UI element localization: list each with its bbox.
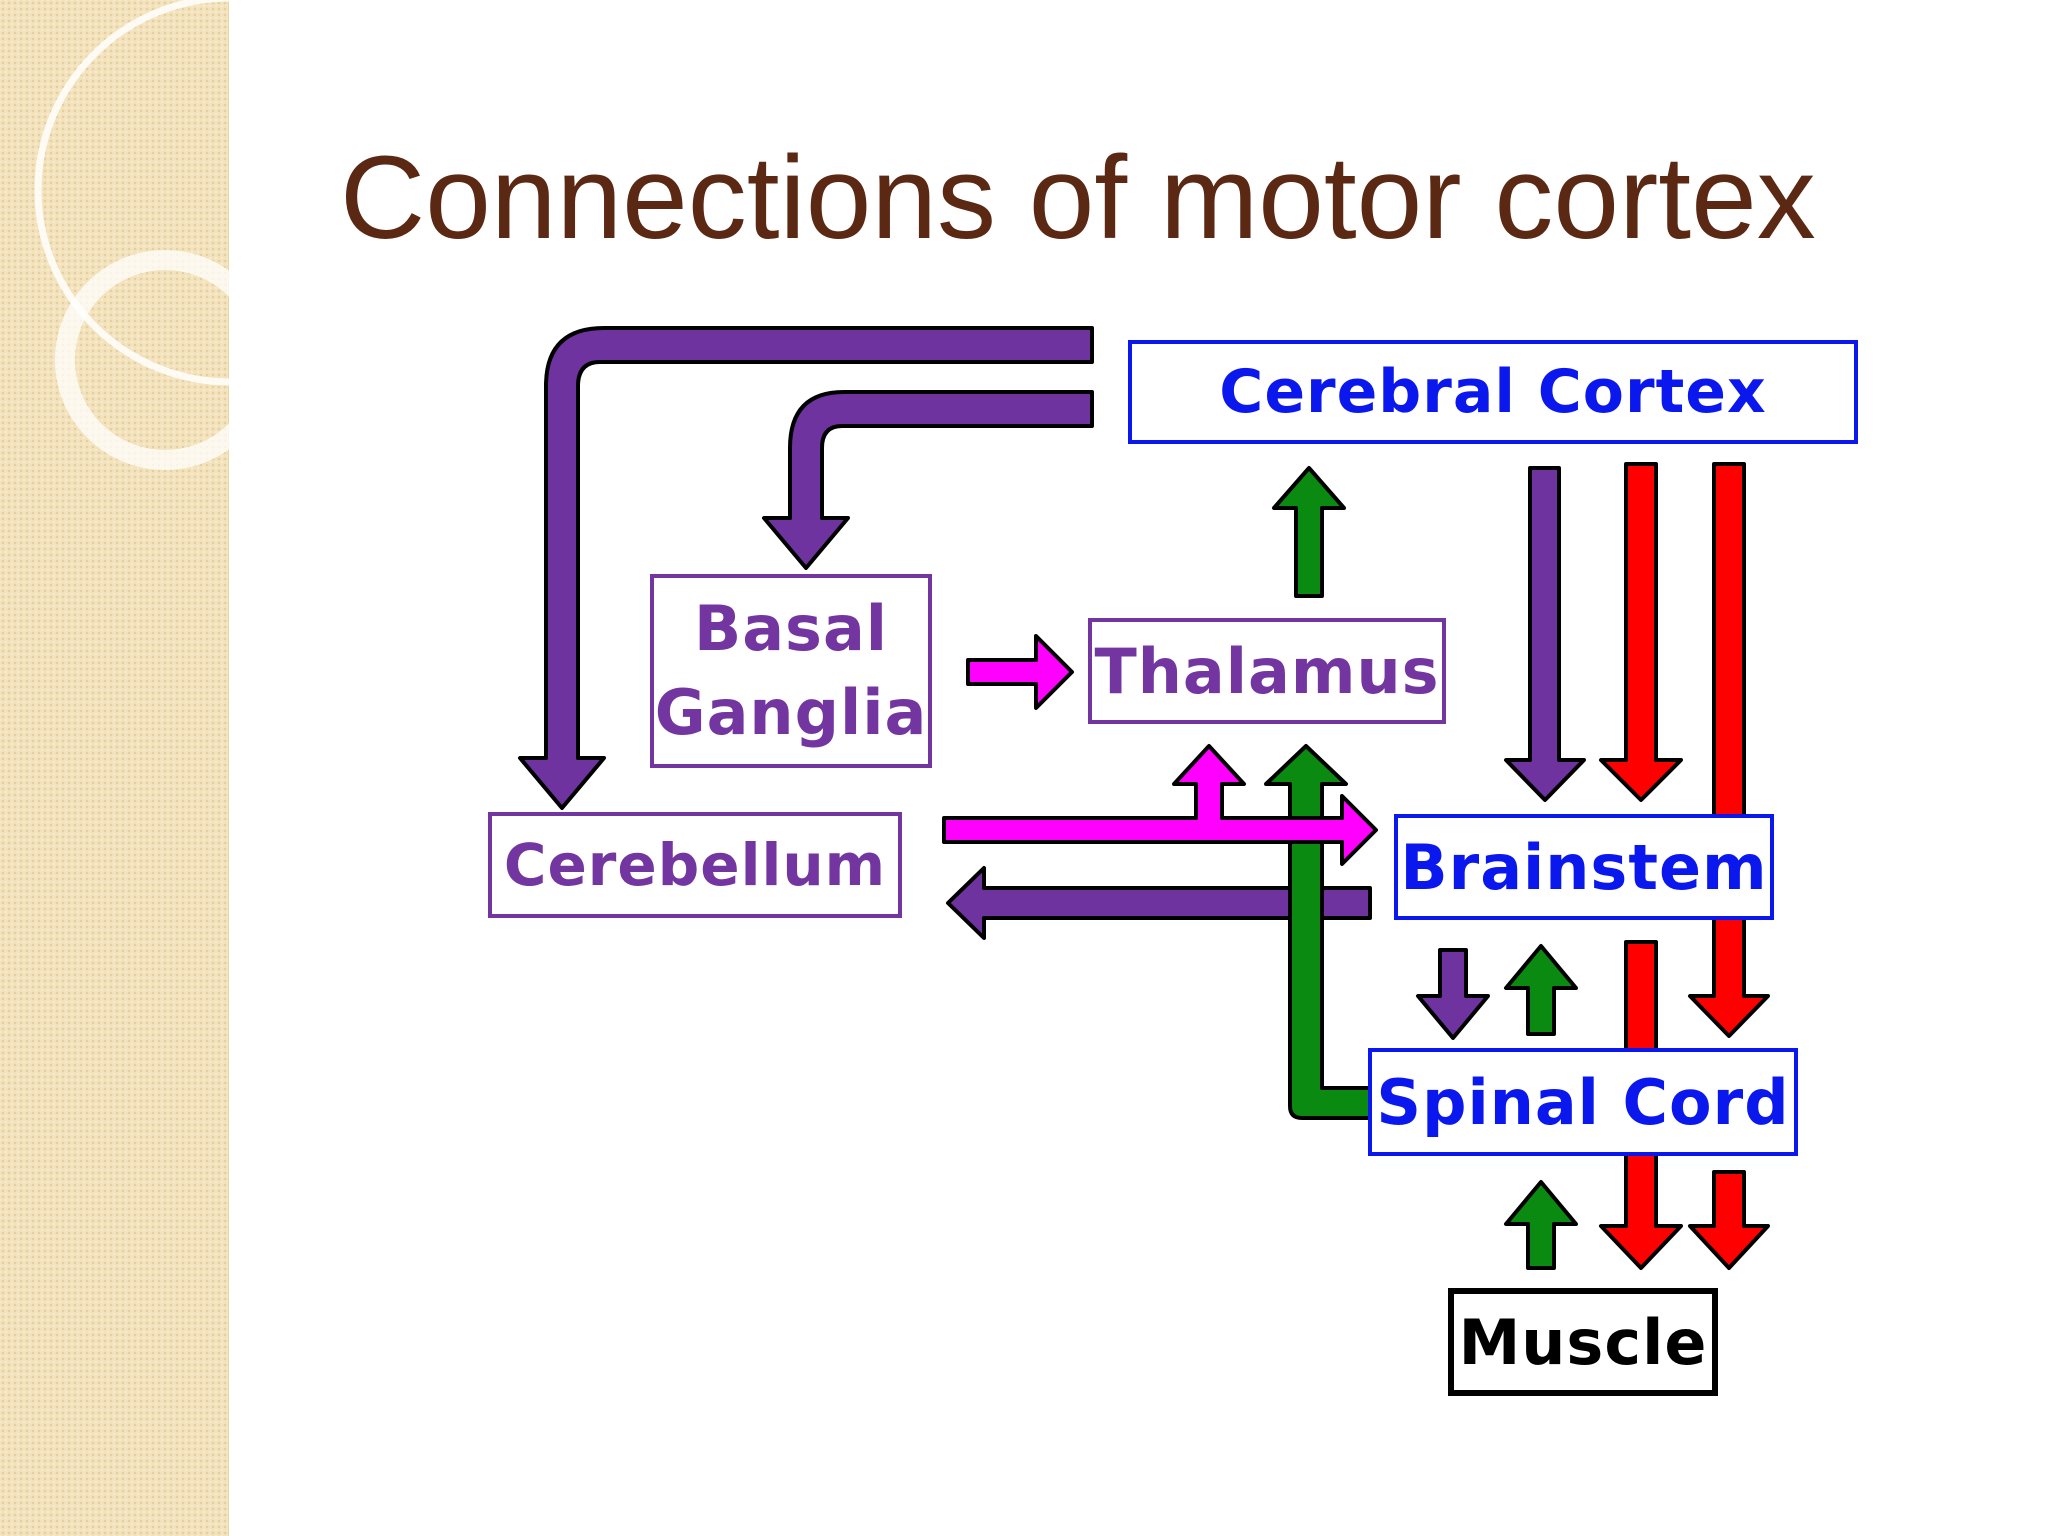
arrow-spinal-cord-to-thalamus [1264,744,1374,1120]
node-cerebral-cortex: Cerebral Cortex [1128,340,1858,444]
arrow-brainstem-to-spinal-cord [1416,948,1490,1040]
node-label-line2: Ganglia [654,676,928,749]
node-label: Brainstem [1400,830,1768,904]
arrow-spinal-cord-to-muscle-red [1688,1170,1770,1270]
node-label-line1: Basal [693,592,889,665]
arrow-cerebellum-to-thalamus-and-brainstem [942,744,1378,866]
arrow-cortex-to-brainstem-red [1599,462,1683,802]
node-muscle: Muscle [1448,1288,1718,1396]
node-brainstem: Brainstem [1394,814,1774,920]
node-thalamus: Thalamus [1088,618,1446,724]
arrow-muscle-to-spinal-cord [1504,1180,1578,1270]
node-cerebellum: Cerebellum [488,812,902,918]
arrow-basal-ganglia-to-thalamus [966,634,1074,710]
slide-title: Connections of motor cortex [340,132,1816,264]
arrow-spinal-cord-to-brainstem [1504,944,1578,1036]
arrow-thalamus-to-cortex [1272,466,1346,598]
node-label: Thalamus [1094,634,1440,708]
node-spinal-cord: Spinal Cord [1368,1048,1798,1156]
arrow-cortex-to-cerebellum [518,326,1094,810]
decorative-rings [34,0,320,470]
node-label: Spinal Cord [1376,1065,1790,1139]
node-label: Muscle [1458,1305,1708,1379]
arrow-cortex-to-basal-ganglia [762,390,1094,570]
arrow-cortex-to-spinal-cord-red [1688,462,1770,1038]
node-label: Cerebellum [503,831,887,899]
node-basal-ganglia: Basal Ganglia [650,574,932,768]
node-label: Cerebral Cortex [1219,357,1767,427]
arrow-cortex-to-brainstem [1504,466,1586,802]
